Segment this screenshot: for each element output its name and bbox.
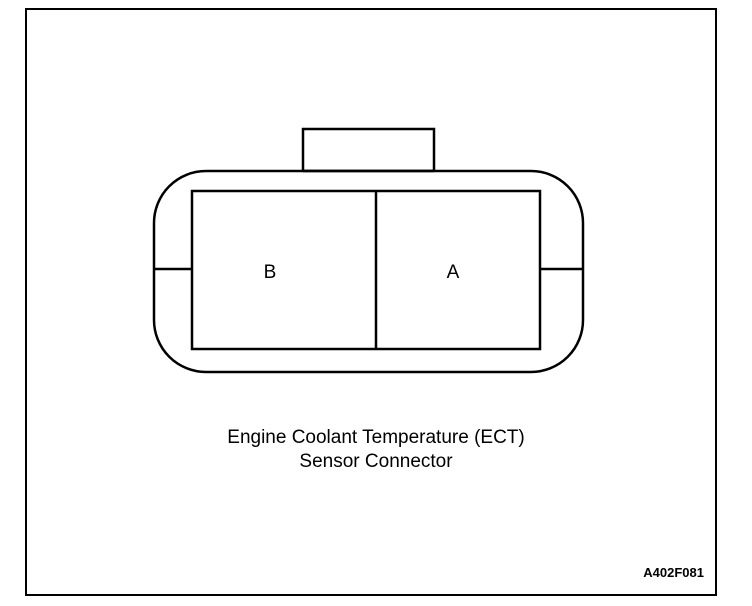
connector-lock-tab xyxy=(301,127,436,173)
caption-subtitle: Sensor Connector xyxy=(299,451,453,472)
figure-id: A402F081 xyxy=(643,565,704,580)
terminal-body xyxy=(190,189,542,351)
caption-title: Engine Coolant Temperature (ECT) xyxy=(227,427,525,448)
frame-border xyxy=(25,8,717,596)
pin-a-label: A xyxy=(447,262,460,283)
pin-b-label: B xyxy=(264,262,277,283)
